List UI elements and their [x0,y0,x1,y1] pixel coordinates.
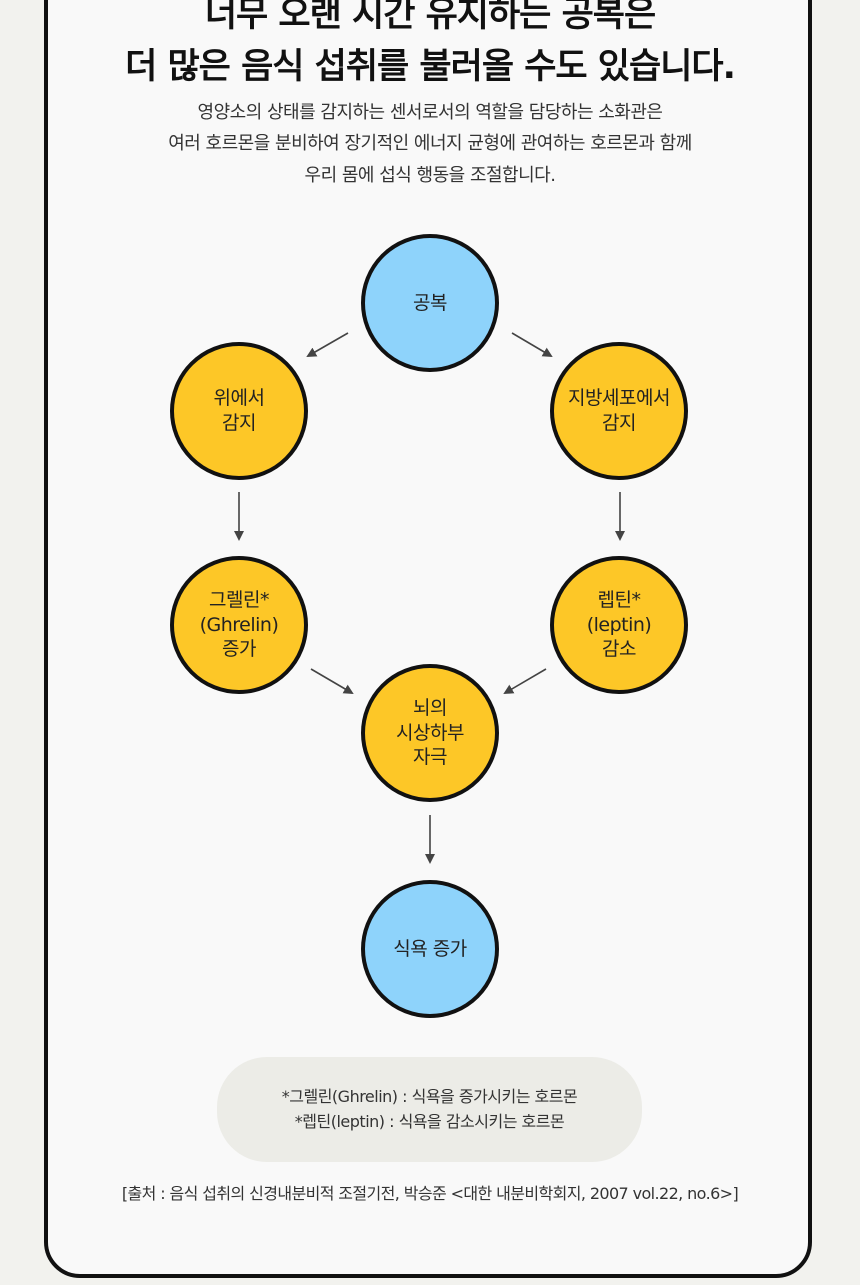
node-leptin-line1: 렙틴* [597,588,641,611]
node-hypothalamus-line1: 뇌의 [413,696,447,719]
node-ghrelin-line1: 그렐린* [209,588,269,611]
node-stomach-line1: 위에서 [213,387,265,410]
node-stomach-line2: 감지 [222,412,256,434]
node-appetite-increase: 식욕 증가 [361,880,499,1018]
arrow-fasting-to-stomach [306,332,349,357]
node-ghrelin-line3: 증가 [222,638,256,661]
node-hypothalamus: 뇌의 시상하부 자극 [361,664,499,802]
node-fasting-label: 공복 [413,291,447,314]
arrow-ghrelin-to-hypothalamus [310,668,354,695]
node-hypothalamus-line3: 자극 [413,746,447,769]
node-fat-line2: 감지 [602,412,636,434]
node-fasting: 공복 [361,234,499,372]
node-leptin-line2: (leptin) [586,613,652,636]
node-stomach-detect: 위에서 감지 [170,342,308,480]
footnote-ghrelin: *그렐린(Ghrelin) : 식욕을 증가시키는 호르몬 [281,1086,578,1106]
node-hypothalamus-line2: 시상하부 [396,721,464,744]
title-line-1: 너무 오랜 시간 유지하는 공복은 [204,0,656,35]
footnote-leptin: *렙틴(leptin) : 식욕을 감소시키는 호르몬 [294,1111,565,1131]
node-ghrelin-line2: (Ghrelin) [199,613,279,636]
node-fat-detect: 지방세포에서 감지 [550,342,688,480]
subtitle-line-3: 우리 몸에 섭식 행동을 조절합니다. [304,165,556,186]
node-appetite-label: 식욕 증가 [393,937,467,960]
footnotes-box: *그렐린(Ghrelin) : 식욕을 증가시키는 호르몬 *렙틴(leptin… [217,1057,642,1162]
arrow-fasting-to-fat [511,332,553,358]
node-leptin-decrease: 렙틴* (leptin) 감소 [550,556,688,694]
source-citation: [출처 : 음식 섭취의 신경내분비적 조절기전, 박승준 <대한 내분비학회지… [121,1184,739,1203]
node-ghrelin-increase: 그렐린* (Ghrelin) 증가 [170,556,308,694]
node-fat-line1: 지방세포에서 [568,387,670,410]
node-leptin-line3: 감소 [602,638,636,661]
subtitle-line-1: 영양소의 상태를 감지하는 센서로서의 역할을 담당하는 소화관은 [197,102,663,123]
subtitle-line-2: 여러 호르몬을 분비하여 장기적인 에너지 균형에 관여하는 호르몬과 함께 [168,133,692,154]
arrow-leptin-to-hypothalamus [503,668,547,695]
title-line-2: 더 많은 음식 섭취를 불러올 수도 있습니다. [125,47,736,87]
